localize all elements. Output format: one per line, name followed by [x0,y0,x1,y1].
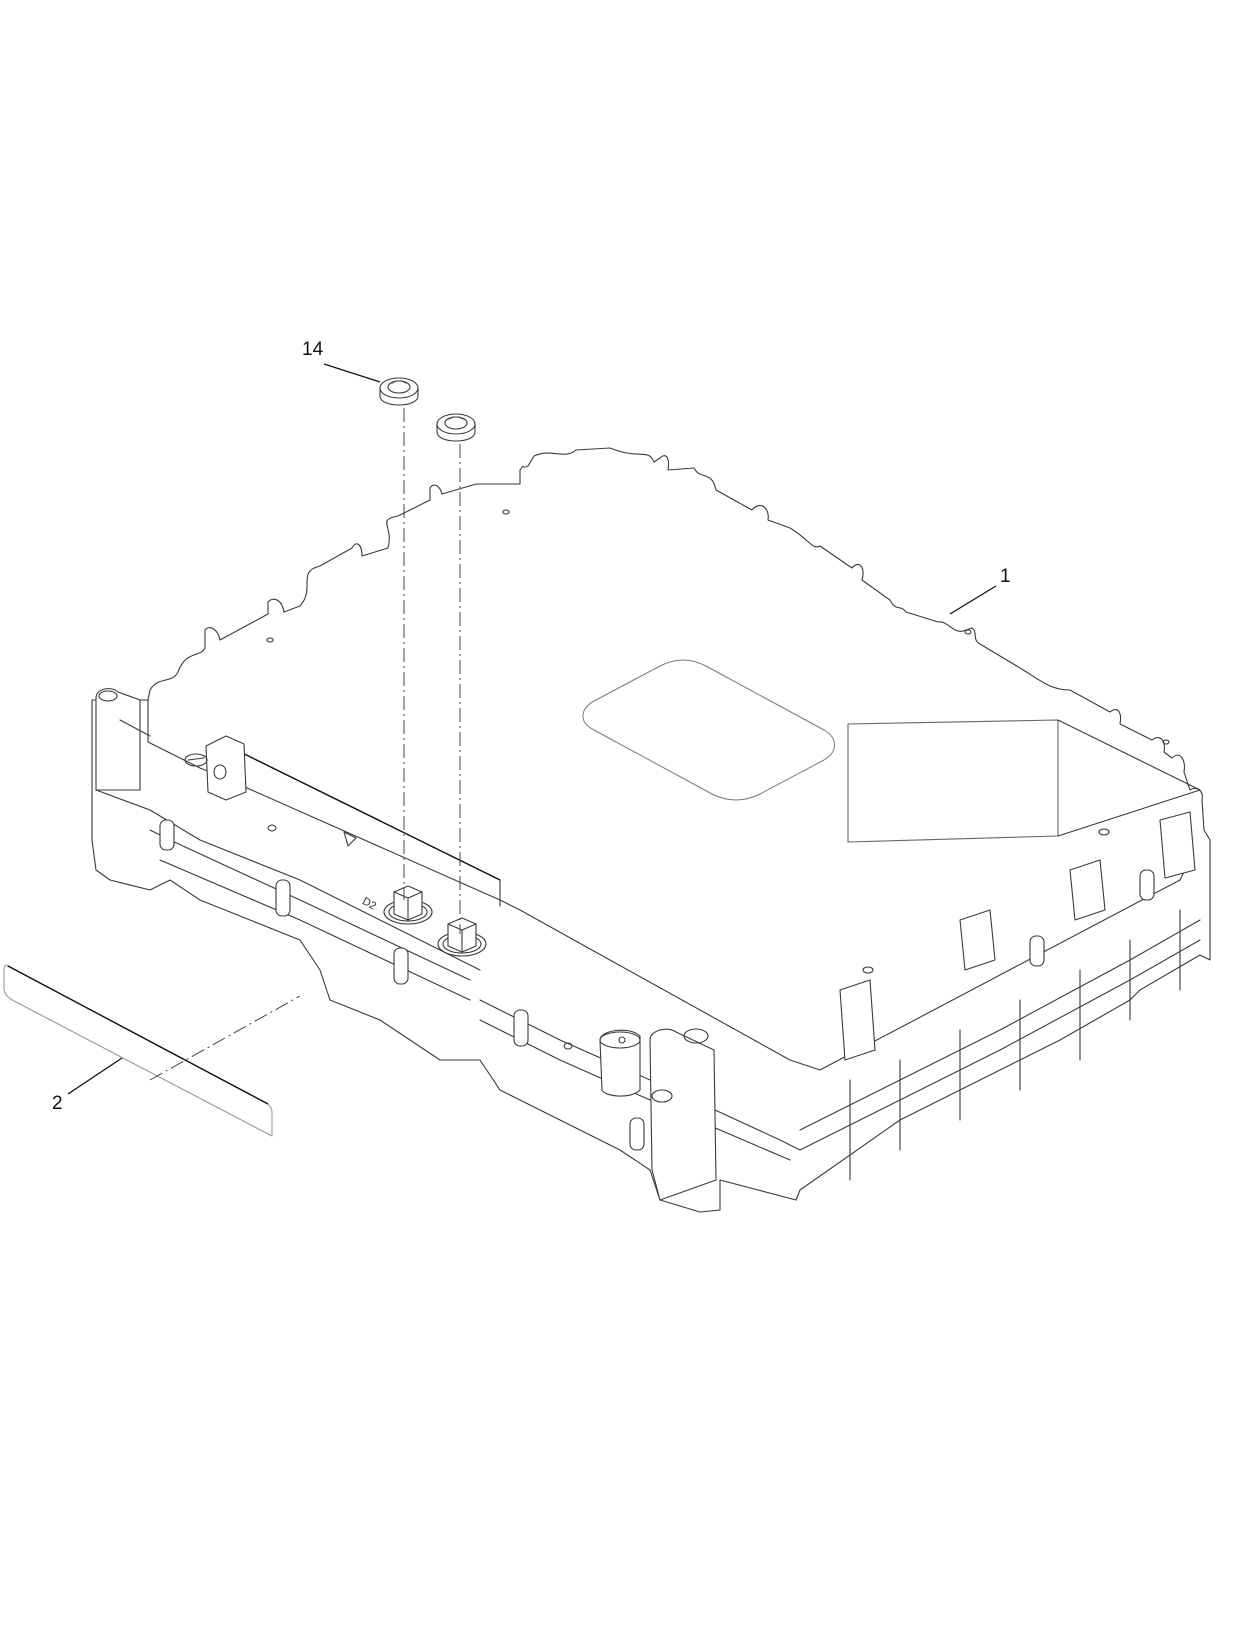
grommet-2 [436,413,476,442]
leader-1 [949,585,997,615]
callout-label-1: 1 [1000,566,1011,587]
connector-right [437,917,487,957]
connector-left [383,885,433,925]
callout-label-2: 2 [52,1093,63,1114]
callout-label-14: 14 [302,339,324,360]
assembly-line-label [149,995,301,1081]
grommet-1 [379,377,419,406]
controller-housing [91,447,1211,1213]
leader-2 [67,1057,123,1095]
label-strip [3,964,273,1137]
leader-14 [323,363,381,383]
